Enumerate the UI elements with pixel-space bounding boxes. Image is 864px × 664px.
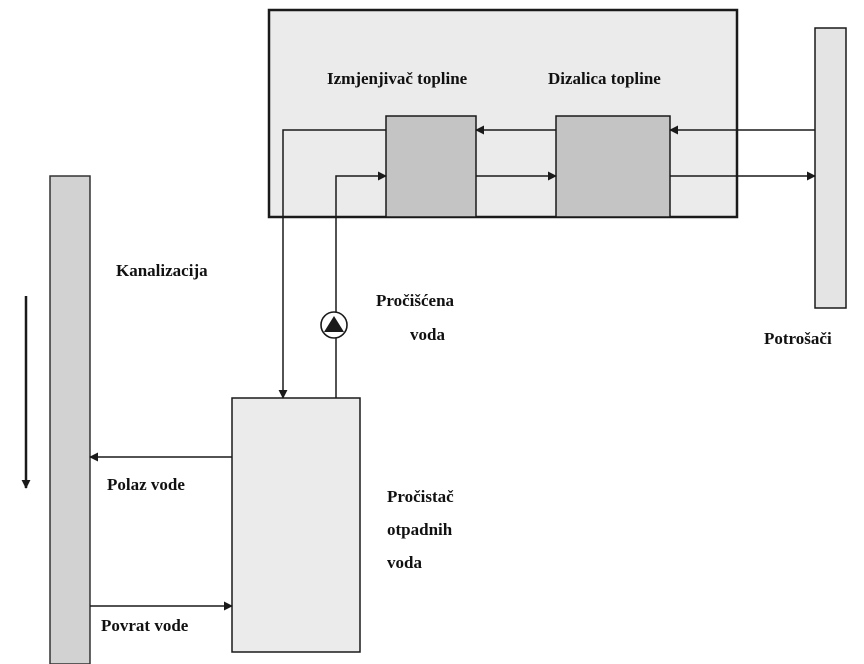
label-purified-water-2: voda (410, 325, 445, 344)
label-treatment-plant-3: voda (387, 553, 422, 572)
pipe-exchanger-to-plant (278, 129, 386, 399)
treatment-plant-block (231, 397, 361, 653)
consumers-bar (814, 27, 847, 309)
heat-pump-block (555, 115, 671, 218)
label-heat-exchanger: Izmjenjivač topline (327, 69, 468, 88)
pump-icon (320, 311, 348, 339)
label-treatment-plant-1: Pročistač (387, 487, 454, 506)
label-treatment-plant-2: otpadnih (387, 520, 453, 539)
heat-exchanger-block (385, 115, 477, 218)
label-purified-water-1: Pročišćena (376, 291, 455, 310)
label-sewer: Kanalizacija (116, 261, 208, 280)
label-water-outflow: Polaz vode (107, 475, 185, 494)
label-water-return: Povrat vode (101, 616, 189, 635)
sewer-pipe (49, 175, 91, 664)
label-heat-pump: Dizalica topline (548, 69, 661, 88)
label-consumers: Potrošači (764, 329, 832, 348)
